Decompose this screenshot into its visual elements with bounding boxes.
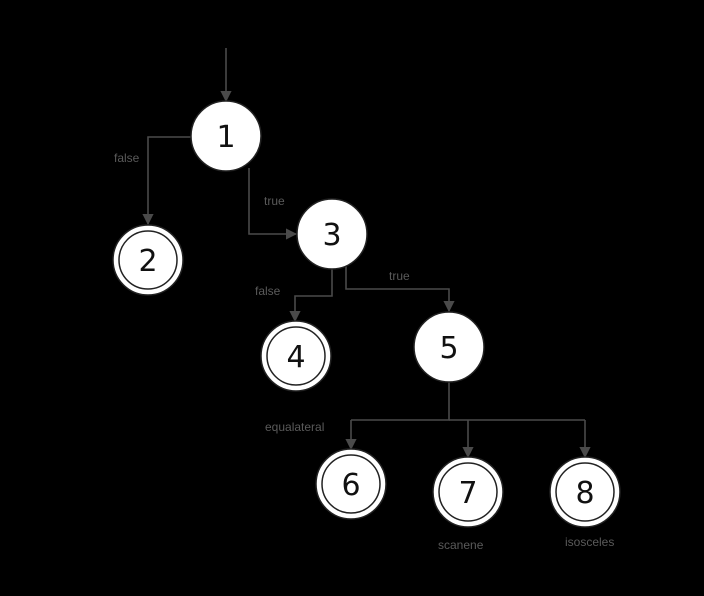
edges [142, 48, 591, 459]
edge-label-1-2: false [114, 151, 140, 165]
edge-3-to-4 [289, 268, 333, 323]
node-label: 7 [458, 476, 477, 511]
edge-label-5-7: scanene [438, 538, 484, 552]
node-label: 4 [286, 340, 305, 375]
state-node-3: 3 [296, 198, 368, 270]
edge-3-to-5 [345, 266, 455, 313]
node-label: 3 [322, 218, 341, 253]
state-node-8: 8 [549, 456, 621, 528]
state-node-4: 4 [260, 320, 332, 392]
node-label: 6 [341, 468, 360, 503]
state-node-7: 7 [432, 456, 504, 528]
edge-label-3-5: true [389, 269, 410, 283]
node-label: 2 [138, 244, 157, 279]
edge-1-to-2 [142, 136, 192, 226]
state-node-6: 6 [315, 448, 387, 520]
edge-label-5-6: equalateral [265, 420, 324, 434]
edge-label-3-4: false [255, 284, 281, 298]
state-node-1: 1 [190, 100, 262, 172]
node-label: 8 [575, 476, 594, 511]
state-node-5: 5 [413, 311, 485, 383]
node-label: 1 [216, 120, 235, 155]
node-label: 5 [439, 331, 458, 366]
edge-5-branch [351, 382, 450, 421]
edge-label-5-8: isosceles [565, 535, 614, 549]
edge-label-1-3: true [264, 194, 285, 208]
edge-labels: false true false true equalateral scanen… [114, 151, 614, 552]
edge-1-to-3 [248, 168, 298, 240]
state-node-2: 2 [112, 224, 184, 296]
